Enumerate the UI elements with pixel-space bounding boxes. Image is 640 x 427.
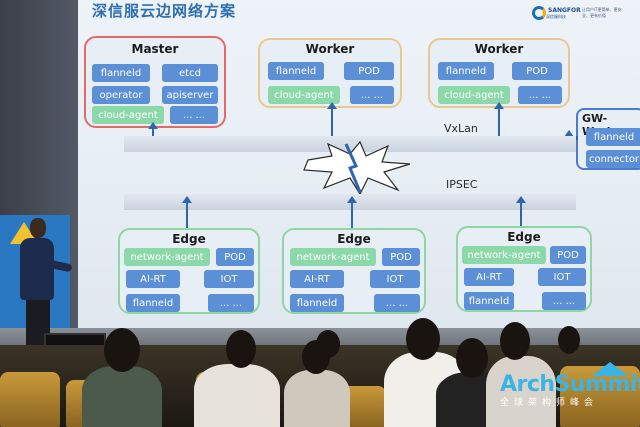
link-edge1-ipsec: [182, 196, 192, 228]
edge-chip-more: ... ...: [542, 292, 586, 310]
edge-title: Edge: [337, 232, 371, 246]
sangfor-mark-icon: [532, 6, 546, 20]
edge-title: Edge: [507, 230, 541, 244]
seat: [0, 372, 60, 427]
master-chip-more: ... ...: [170, 106, 218, 124]
link-worker1-vxlan: [327, 102, 337, 138]
worker-chip-flanneld: flanneld: [438, 62, 494, 80]
sangfor-logo: SANGFOR 深信服科技: [532, 6, 581, 20]
audience-member: [486, 356, 556, 427]
gw-chip-flanneld: flanneld: [586, 128, 640, 146]
link-worker2-vxlan: [494, 102, 504, 138]
worker-chip-cloud-agent: cloud-agent: [268, 86, 340, 104]
edge-node-3: Edge network-agent POD AI-RT IOT flannel…: [456, 226, 592, 312]
edge-chip-ai-rt: AI-RT: [464, 268, 514, 286]
speaker-head: [30, 218, 46, 238]
vxlan-label: VxLan: [444, 122, 478, 135]
slide-title: 深信服云边网络方案: [92, 2, 237, 20]
archsummit-subtitle: 全球架构师峰会: [500, 398, 599, 408]
archsummit-wordmark: ArchSummit: [500, 372, 640, 397]
mountain-icon: [592, 362, 628, 376]
edge-chip-iot: IOT: [204, 270, 254, 288]
master-chip-apiserver: apiserver: [162, 86, 218, 104]
audience-head: [500, 322, 530, 360]
audience-member: [284, 370, 350, 427]
seat: [560, 366, 640, 427]
worker-node-2: Worker flanneld POD cloud-agent ... ...: [428, 38, 570, 108]
gw-chip-connector: connector: [586, 150, 640, 168]
edge-chip-network-agent: network-agent: [124, 248, 210, 266]
edge-chip-pod: POD: [550, 246, 586, 264]
audience-member: [194, 364, 280, 427]
edge-chip-flanneld: flanneld: [126, 294, 180, 312]
edge-node-1: Edge network-agent POD AI-RT IOT flannel…: [118, 228, 260, 314]
sangfor-tagline: 让用户IT更简单、更安全、更有价值: [582, 7, 622, 18]
worker-chip-more: ... ...: [518, 86, 562, 104]
worker-chip-pod: POD: [344, 62, 394, 80]
worker-title: Worker: [474, 42, 524, 56]
edge-chip-more: ... ...: [374, 294, 420, 312]
edge-chip-more: ... ...: [208, 294, 254, 312]
worker-chip-pod: POD: [512, 62, 562, 80]
link-edge3-ipsec: [516, 196, 526, 226]
edge-chip-iot: IOT: [370, 270, 420, 288]
edge-chip-network-agent: network-agent: [462, 246, 546, 264]
edge-chip-flanneld: flanneld: [290, 294, 344, 312]
edge-chip-pod: POD: [216, 248, 254, 266]
speaker-body: [20, 238, 54, 300]
edge-chip-ai-rt: AI-RT: [126, 270, 180, 288]
audience-head: [226, 330, 256, 368]
audience-head: [406, 318, 440, 360]
sangfor-logo-sub: 深信服科技: [546, 13, 566, 19]
master-chip-cloud-agent: cloud-agent: [92, 106, 164, 124]
audience-head: [558, 326, 580, 354]
archsummit-logo: ArchSummit 全球架构师峰会: [500, 362, 640, 408]
audience-head: [104, 328, 140, 372]
worker-chip-flanneld: flanneld: [268, 62, 324, 80]
edge-title: Edge: [172, 232, 206, 246]
audience-member: [82, 366, 162, 427]
edge-node-2: Edge network-agent POD AI-RT IOT flannel…: [282, 228, 426, 314]
gw-worker-node: GW-Worker flanneld connector: [576, 108, 640, 170]
link-edge2-ipsec: [347, 196, 357, 228]
master-node: Master flanneld etcd operator apiserver …: [84, 36, 226, 128]
audience-head: [316, 330, 340, 358]
master-title: Master: [131, 42, 179, 56]
edge-chip-network-agent: network-agent: [290, 248, 376, 266]
edge-chip-flanneld: flanneld: [464, 292, 514, 310]
vxlan-band: [124, 136, 576, 152]
ipsec-label: IPSEC: [446, 178, 478, 191]
master-chip-flanneld: flanneld: [92, 64, 150, 82]
network-burst-icon: [303, 140, 411, 196]
master-chip-etcd: etcd: [162, 64, 218, 82]
sangfor-logo-name: SANGFOR: [548, 6, 581, 14]
worker-title: Worker: [305, 42, 355, 56]
audience-head: [456, 338, 488, 378]
master-chip-operator: operator: [92, 86, 150, 104]
worker-chip-cloud-agent: cloud-agent: [438, 86, 510, 104]
worker-chip-more: ... ...: [350, 86, 394, 104]
edge-chip-iot: IOT: [538, 268, 586, 286]
edge-chip-ai-rt: AI-RT: [290, 270, 344, 288]
worker-node-1: Worker flanneld POD cloud-agent ... ...: [258, 38, 402, 108]
link-master-vxlan: [148, 122, 158, 138]
edge-chip-pod: POD: [382, 248, 420, 266]
